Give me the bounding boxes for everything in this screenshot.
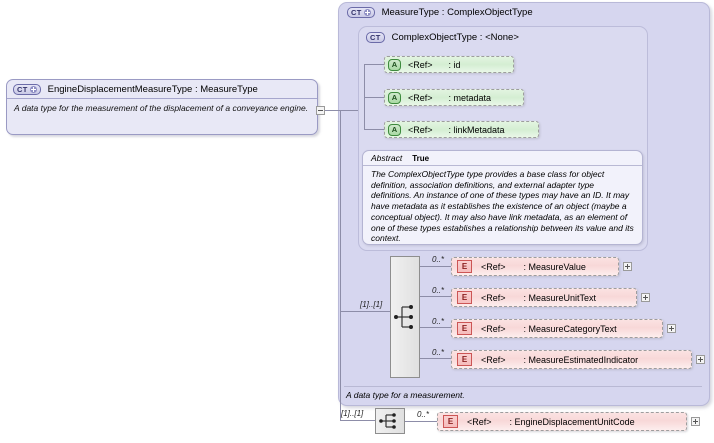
complex-object-type-documentation: The ComplexObjectType type provides a ba…	[371, 169, 634, 244]
attribute-name: : id	[448, 59, 461, 70]
complextype-icon[interactable]: CT	[366, 32, 385, 43]
measure-sequence-inbound-line	[340, 311, 390, 312]
element-name: : EngineDisplacementUnitCode	[509, 416, 635, 427]
engine-displacement-measure-type-documentation: A data type for the measurement of the d…	[14, 103, 309, 113]
root-element-branch	[405, 421, 437, 422]
attribute-icon: A	[388, 91, 401, 104]
complex-object-type-doc-card: Abstract True The ComplexObjectType type…	[362, 150, 643, 245]
element-cardinality: 0..*	[432, 286, 445, 295]
attribute-icon: A	[388, 58, 401, 71]
element-name: : MeasureEstimatedIndicator	[523, 354, 639, 365]
engine-displacement-measure-type-title: EngineDisplacementMeasureType : MeasureT…	[47, 84, 258, 95]
attribute-row[interactable]: A <Ref> : id	[384, 56, 514, 73]
element-ref: <Ref>	[467, 416, 492, 427]
attribute-name: : linkMetadata	[448, 124, 505, 135]
sequence-compositor-glyph	[394, 305, 413, 329]
measure-type-footer-divider	[344, 386, 702, 387]
element-cardinality: 0..*	[417, 410, 430, 419]
expand-toggle[interactable]	[623, 262, 632, 271]
abstract-value: True	[412, 154, 430, 163]
attribute-ref: <Ref>	[408, 124, 433, 135]
element-name: : MeasureUnitText	[523, 292, 597, 303]
measure-type-title-row: CT MeasureType : ComplexObjectType	[347, 7, 533, 18]
abstract-row: Abstract True	[363, 151, 642, 166]
complextype-expand-icon[interactable]: CT	[347, 7, 375, 18]
element-icon: E	[457, 291, 472, 304]
element-row[interactable]: E <Ref> : MeasureValue	[451, 257, 619, 276]
root-tree-trunk	[340, 110, 341, 420]
element-row[interactable]: E <Ref> : MeasureUnitText	[451, 288, 637, 307]
abstract-label: Abstract	[371, 153, 403, 163]
expand-toggle[interactable]	[641, 293, 650, 302]
element-ref: <Ref>	[481, 261, 506, 272]
element-branch-1	[420, 266, 451, 267]
sequence-compositor-glyph	[379, 413, 396, 429]
sequence-compositor[interactable]	[390, 256, 420, 378]
element-icon: E	[457, 322, 472, 335]
collapse-toggle[interactable]	[316, 106, 325, 115]
element-row[interactable]: E <Ref> : EngineDisplacementUnitCode	[437, 412, 687, 431]
element-row[interactable]: E <Ref> : MeasureEstimatedIndicator	[451, 350, 692, 369]
attribute-branch-1	[364, 64, 384, 65]
element-branch-4	[420, 358, 451, 359]
element-icon: E	[443, 415, 458, 428]
element-row[interactable]: E <Ref> : MeasureCategoryText	[451, 319, 663, 338]
attribute-branch-3	[364, 129, 384, 130]
expand-toggle[interactable]	[691, 417, 700, 426]
attribute-ref: <Ref>	[408, 59, 433, 70]
element-cardinality: 0..*	[432, 255, 445, 264]
attribute-name: : metadata	[448, 92, 492, 103]
attribute-ref: <Ref>	[408, 92, 433, 103]
left-toggle-connector	[325, 110, 340, 111]
element-ref: <Ref>	[481, 323, 506, 334]
element-cardinality: 0..*	[432, 348, 445, 357]
attribute-row[interactable]: A <Ref> : metadata	[384, 89, 524, 106]
attribute-branch-2	[364, 97, 384, 98]
measure-type-footer-documentation: A data type for a measurement.	[346, 390, 465, 400]
left-tree-branch-measure-type	[340, 110, 358, 111]
complextype-expand-icon[interactable]: CT	[13, 84, 41, 95]
element-name: : MeasureValue	[523, 261, 586, 272]
element-branch-3	[420, 327, 451, 328]
complex-object-type-title-row: CT ComplexObjectType : <None>	[366, 32, 519, 43]
expand-toggle[interactable]	[667, 324, 676, 333]
element-name: : MeasureCategoryText	[523, 323, 617, 334]
measure-sequence-cardinality: [1]..[1]	[360, 300, 383, 309]
attribute-icon: A	[388, 123, 401, 136]
measure-type-title: MeasureType : ComplexObjectType	[381, 7, 533, 18]
element-icon: E	[457, 260, 472, 273]
root-sequence-inbound-line	[340, 420, 375, 421]
engine-displacement-measure-type-header: CT EngineDisplacementMeasureType : Measu…	[7, 80, 317, 99]
element-cardinality: 0..*	[432, 317, 445, 326]
attribute-row[interactable]: A <Ref> : linkMetadata	[384, 121, 539, 138]
element-ref: <Ref>	[481, 354, 506, 365]
element-ref: <Ref>	[481, 292, 506, 303]
engine-displacement-measure-type-box: CT EngineDisplacementMeasureType : Measu…	[6, 79, 318, 135]
expand-toggle[interactable]	[696, 355, 705, 364]
element-branch-2	[420, 296, 451, 297]
element-icon: E	[457, 353, 472, 366]
complex-object-type-title: ComplexObjectType : <None>	[391, 32, 519, 43]
root-sequence-cardinality: [1]..[1]	[341, 409, 364, 418]
